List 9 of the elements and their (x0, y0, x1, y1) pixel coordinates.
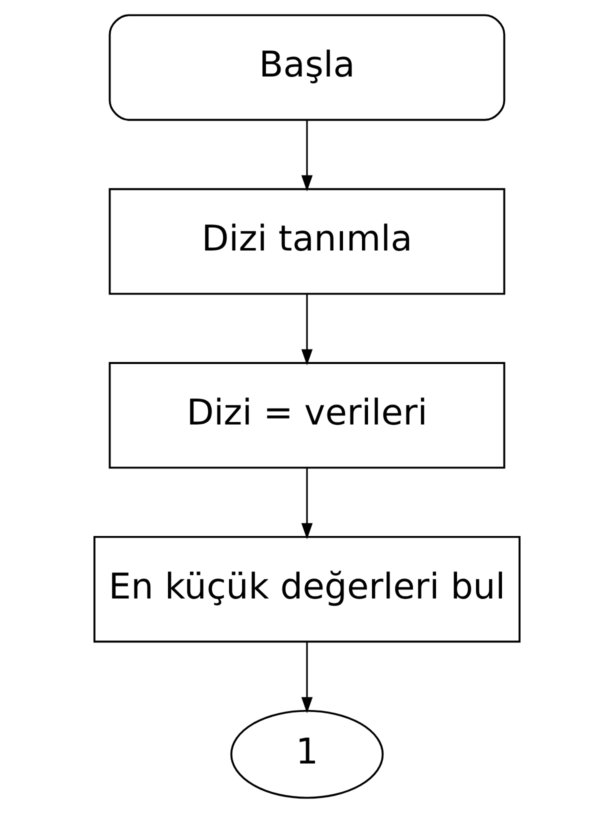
arrow (300, 468, 312, 540)
node-ellipse: 1 (230, 710, 384, 799)
node-box: En küçük değerleri bul (92, 536, 520, 643)
node-box: Dizi tanımla (108, 188, 505, 295)
arrow (300, 120, 312, 192)
arrow (300, 294, 312, 366)
arrow (300, 642, 312, 714)
node-box: Dizi = verileri (108, 362, 505, 469)
node-box: Başla (108, 14, 505, 121)
